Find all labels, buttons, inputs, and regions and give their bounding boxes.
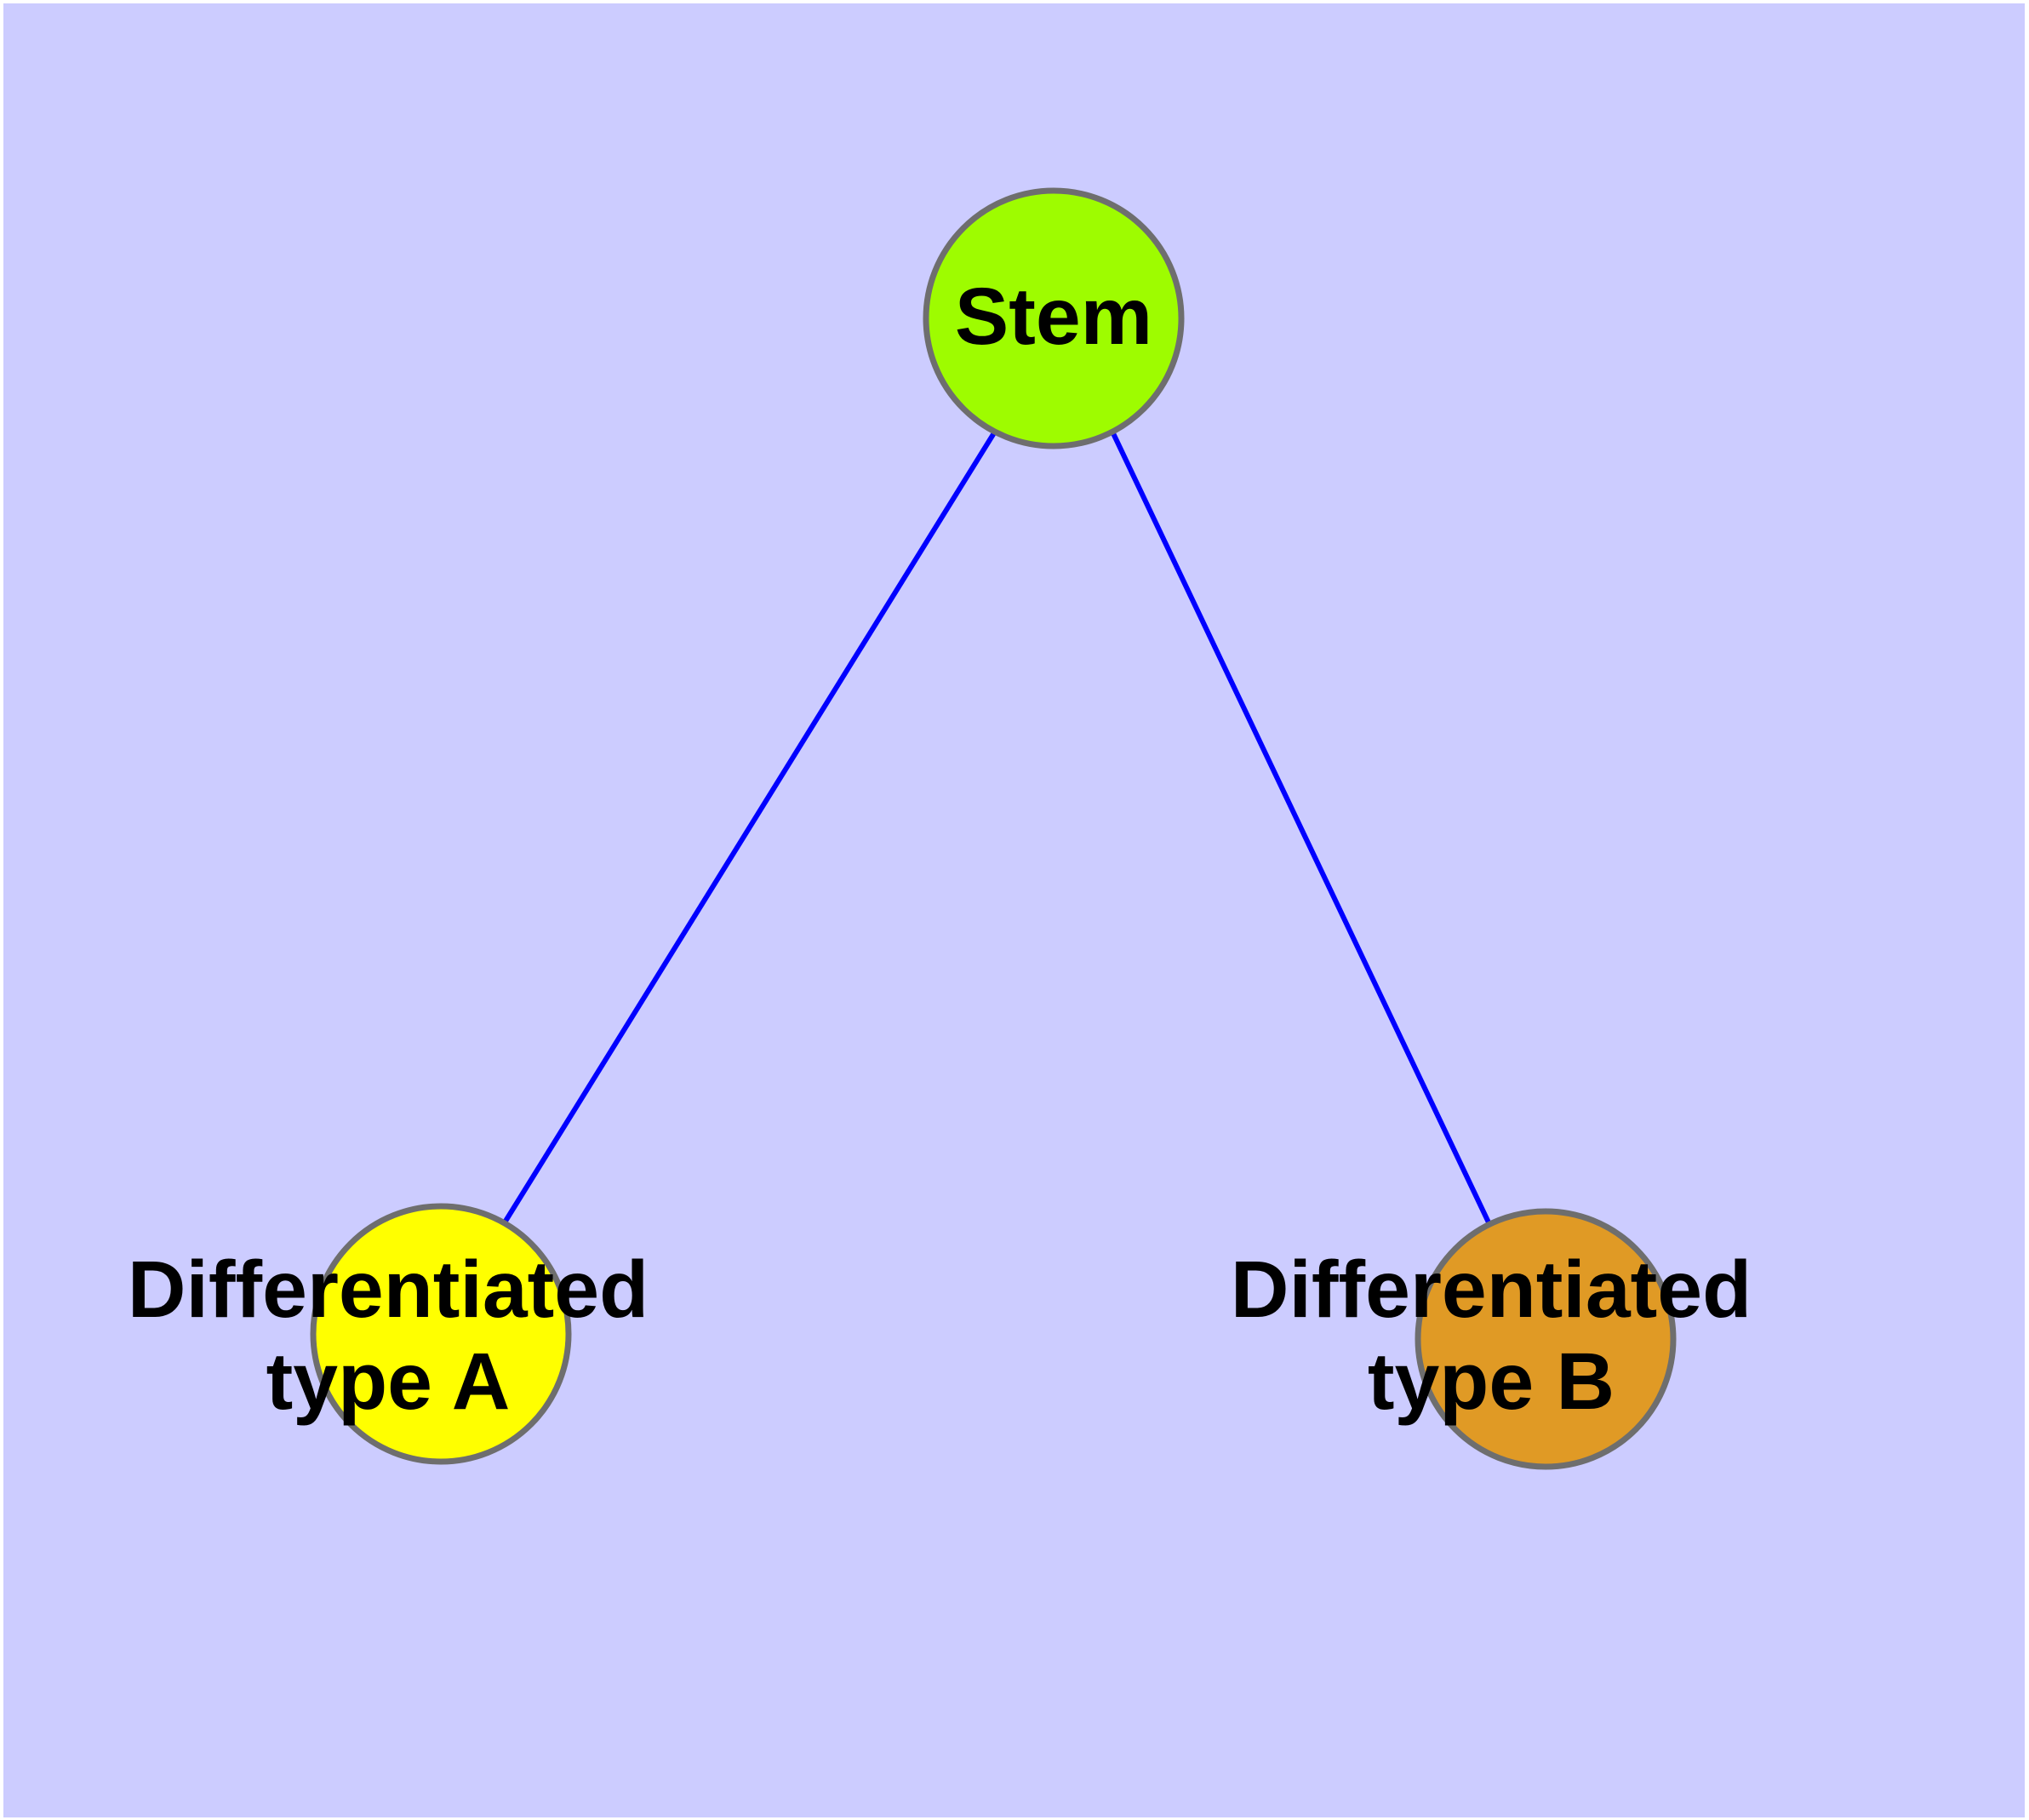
edge-layer (502, 430, 1491, 1224)
node-diff-a-label-line-2: type A (266, 1336, 511, 1427)
node-diff-b-circle[interactable] (1415, 1208, 1677, 1470)
node-diff-b-label-line-1: Differentiated (1231, 1245, 1752, 1335)
node-diff-a-circle[interactable] (310, 1203, 572, 1465)
node-link-graph: Stem Differentiated type A Differentiate… (128, 187, 1752, 1470)
node-layer: Stem (310, 187, 1677, 1470)
node-diff-a-label-line-1: Differentiated (128, 1245, 649, 1335)
node-diff-a[interactable] (310, 1203, 572, 1465)
node-stem[interactable]: Stem (923, 187, 1185, 449)
edge-stem-to-diff-b[interactable] (1110, 430, 1491, 1224)
node-stem-label-line-1: Stem (955, 272, 1152, 362)
node-stem-circle[interactable] (923, 187, 1185, 449)
node-diff-b[interactable] (1415, 1208, 1677, 1470)
node-diff-b-label-line-2: type B (1368, 1336, 1615, 1427)
node-label-layer: Differentiated type A Differentiated typ… (128, 1245, 1752, 1427)
diagram-plot-area: Stem Differentiated type A Differentiate… (3, 3, 2025, 1817)
edge-stem-to-diff-a[interactable] (502, 430, 997, 1224)
